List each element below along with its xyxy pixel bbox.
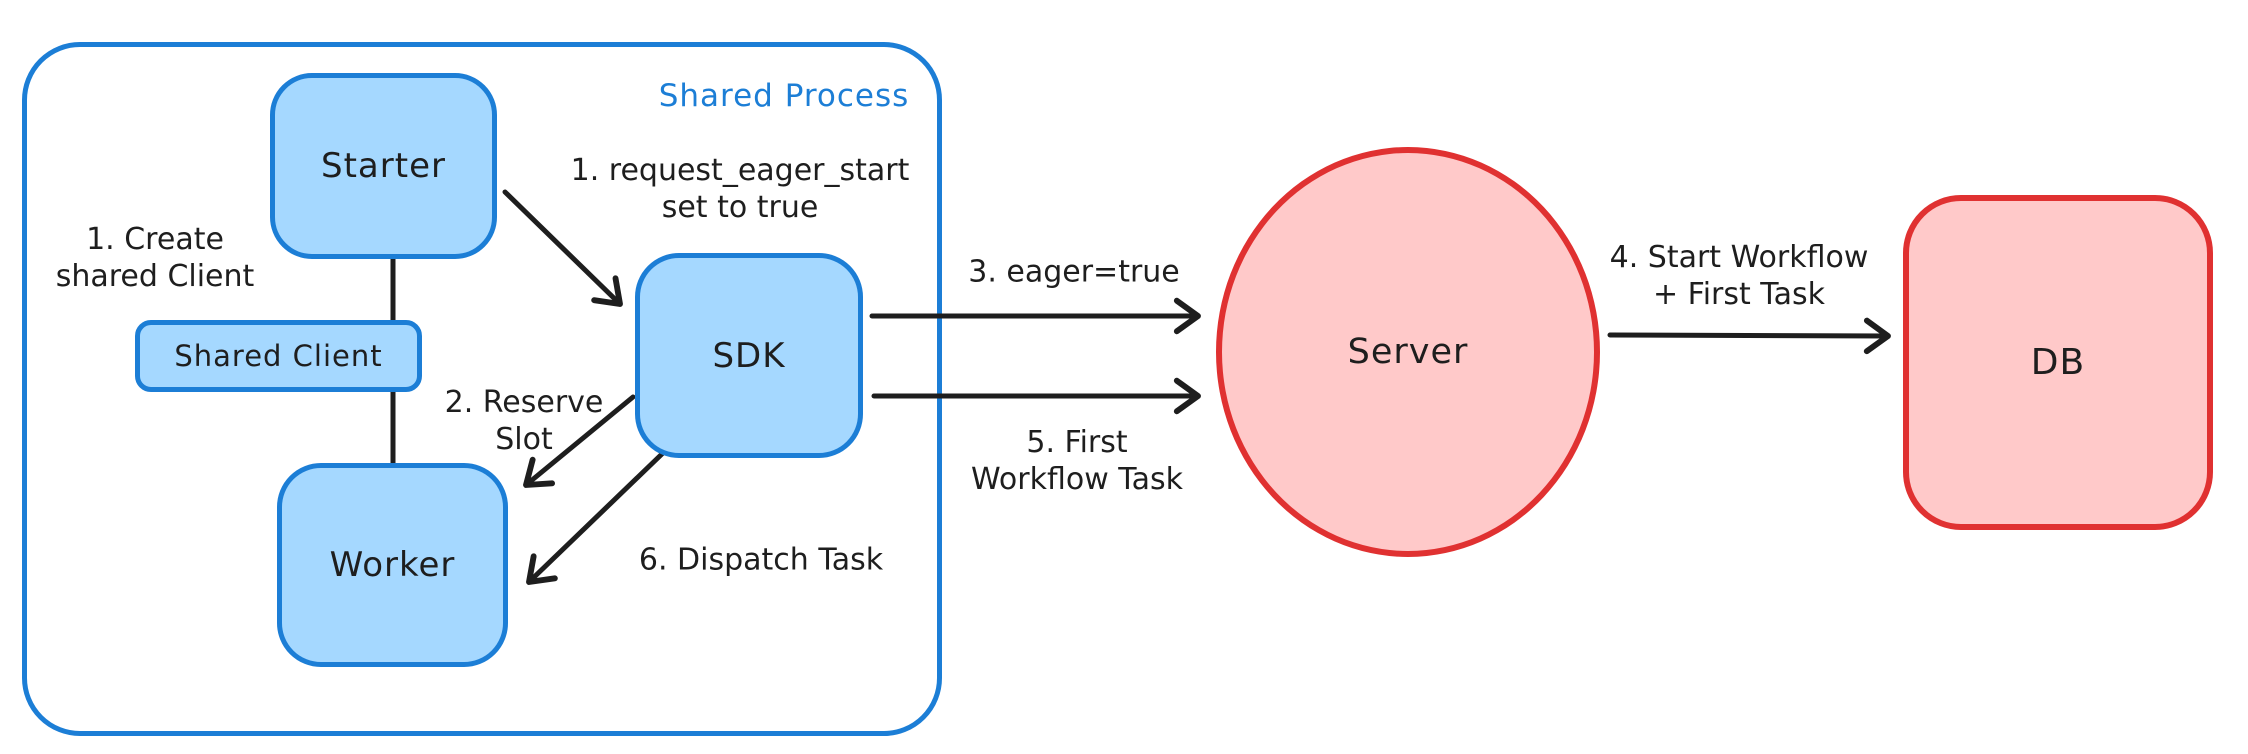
- annotation-dispatch-task: 6. Dispatch Task: [638, 542, 884, 578]
- shared-client-node: Shared Client: [135, 320, 422, 392]
- annotation-first-workflow-task-line2: Workflow Task: [970, 462, 1184, 497]
- annotation-create-shared-client: 1. Create shared Client: [56, 221, 255, 295]
- annotation-start-workflow-line1: 4. Start Workflow: [1609, 240, 1869, 275]
- server-node: Server: [1216, 147, 1600, 557]
- db-label: DB: [2030, 342, 2086, 383]
- annotation-create-shared-client-line1: 1. Create: [86, 222, 224, 257]
- annotation-request-eager-start: 1. request_eager_start set to true: [571, 152, 910, 226]
- annotation-reserve-slot-line1: 2. Reserve: [444, 385, 604, 420]
- worker-node: Worker: [277, 463, 508, 667]
- starter-node: Starter: [270, 73, 497, 259]
- annotation-start-workflow: 4. Start Workflow + First Task: [1610, 239, 1869, 313]
- shared-process-label: Shared Process: [658, 78, 910, 114]
- annotation-first-workflow-task: 5. First Workflow Task: [971, 424, 1183, 498]
- db-node: DB: [1903, 195, 2213, 530]
- annotation-start-workflow-line2: + First Task: [1652, 277, 1826, 312]
- annotation-eager-true: 3. eager=true: [968, 254, 1180, 290]
- annotation-request-eager-start-line1: 1. request_eager_start: [570, 153, 910, 188]
- worker-label: Worker: [329, 545, 456, 585]
- sdk-label: SDK: [712, 335, 786, 376]
- starter-label: Starter: [321, 146, 446, 186]
- annotation-first-workflow-task-line1: 5. First: [1026, 425, 1128, 460]
- annotation-create-shared-client-line2: shared Client: [55, 259, 255, 294]
- sdk-node: SDK: [635, 253, 863, 458]
- annotation-reserve-slot: 2. Reserve Slot: [445, 384, 604, 458]
- server-label: Server: [1347, 332, 1469, 372]
- shared-client-label: Shared Client: [174, 339, 383, 373]
- shared-process-container: [22, 42, 942, 736]
- server-to-db-arrow: [1607, 317, 1891, 355]
- annotation-request-eager-start-line2: set to true: [661, 190, 819, 225]
- annotation-reserve-slot-line2: Slot: [495, 422, 553, 457]
